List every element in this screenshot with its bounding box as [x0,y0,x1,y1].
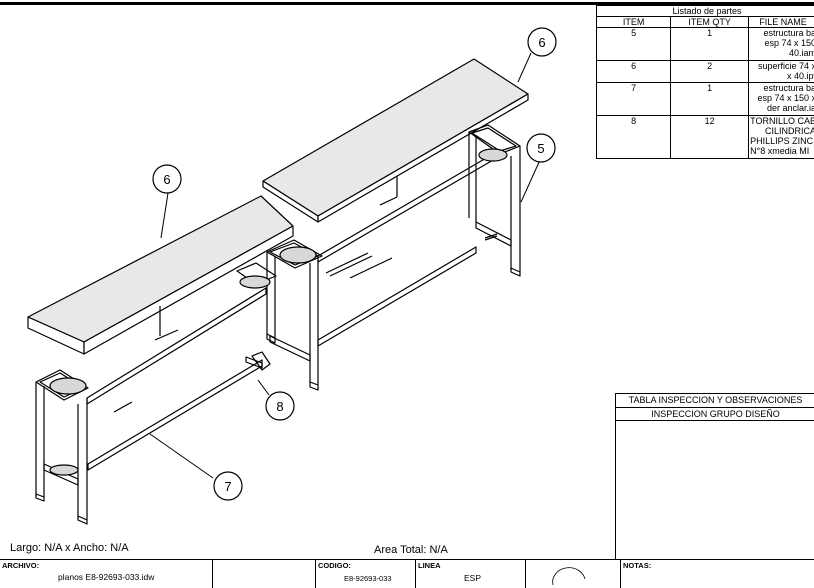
archivo-cell: ARCHIVO: planos E8-92693-033.idw [0,560,212,588]
linea-cell: LINEA ESP [415,560,526,588]
balloon-label: 6 [538,35,545,50]
parts-list-table: Listado de partes ITEM ITEM QTY FILE NAM… [596,5,814,159]
notas-label: NOTAS: [623,561,651,570]
largo-ancho-text: Largo: N/A x Ancho: N/A [10,542,129,554]
archivo-label: ARCHIVO: [2,561,39,570]
inspection-box: TABLA INSPECCION Y OBSERVACIONES INSPECC… [615,393,814,560]
area-total-text: Area Total: N/A [374,544,448,556]
balloon-label: 6 [163,172,170,187]
blank-cell [212,560,316,588]
header-qty: ITEM QTY [671,17,749,28]
balloon-label: 5 [537,141,544,156]
linea-value: ESP [464,573,481,583]
archivo-value: planos E8-92693-033.idw [58,572,154,582]
logo-cell [525,560,621,588]
parts-list-caption: Listado de partes [597,6,814,17]
notas-cell: NOTAS: [620,560,814,588]
balloon-label: 7 [224,479,231,494]
codigo-value: E8-92693-033 [344,574,392,583]
title-block: ARCHIVO: planos E8-92693-033.idw CODIGO:… [0,559,814,588]
header-item: ITEM [597,17,671,28]
balloon-label: 8 [276,399,283,414]
header-file: FILE NAME [749,17,814,28]
codigo-cell: CODIGO: E8-92693-033 [315,560,416,588]
inspection-subtitle: INSPECCION GRUPO DISEÑO [616,408,814,421]
linea-label: LINEA [418,561,441,570]
codigo-label: CODIGO: [318,561,351,570]
inspection-title: TABLA INSPECCION Y OBSERVACIONES [616,394,814,408]
